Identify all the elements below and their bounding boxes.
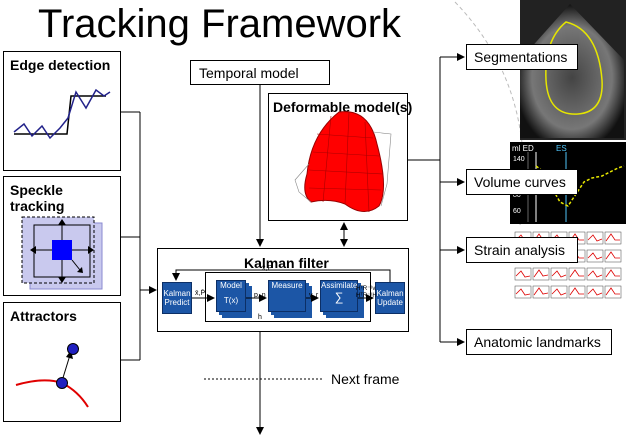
attractors-title: Attractors: [10, 308, 77, 324]
speckle-tracking-panel: Speckle tracking: [3, 176, 121, 296]
h-label: h: [258, 314, 262, 321]
tick-140: 140: [513, 156, 525, 163]
attractors-panel: Attractors: [3, 302, 121, 422]
assimilate-block: Assimilate ∑: [320, 280, 358, 312]
hr-label: HᵀR⁻¹v, HᵀR⁻¹H: [356, 286, 377, 299]
p-n-label: p, n: [254, 292, 266, 299]
v-r-label: v, r: [309, 292, 319, 299]
ultrasound-image: [520, 0, 626, 140]
strain-analysis-box: Strain analysis: [466, 237, 578, 263]
model-block: Model T(x): [216, 280, 246, 312]
segmentations-label: Segmentations: [474, 49, 568, 65]
strain-analysis-label: Strain analysis: [474, 242, 566, 258]
deformable-model-label: Deformable model(s): [273, 99, 413, 115]
ed-label: ml ED: [512, 144, 534, 153]
measure-label: Measure: [271, 281, 303, 290]
page-title: Tracking Framework: [38, 2, 402, 46]
edge-signal-icon: [13, 88, 111, 140]
speckle-block-icon: [21, 216, 103, 290]
kalman-predict-block: Kalman Predict: [162, 282, 192, 314]
kalman-update-block: Kalman Update: [375, 282, 405, 314]
tick-60: 60: [513, 208, 521, 215]
state-in-label: x̂,P: [262, 265, 273, 272]
model-label: Model: [220, 281, 242, 290]
es-label: ES: [556, 144, 567, 153]
speckle-tracking-title: Speckle tracking: [10, 182, 65, 214]
heart-mesh-image: [294, 111, 392, 213]
measure-block: Measure: [268, 280, 306, 312]
next-frame-label: Next frame: [331, 371, 400, 387]
model-function: T(x): [223, 296, 239, 305]
temporal-model-box: Temporal model: [190, 60, 330, 85]
anatomic-landmarks-box: Anatomic landmarks: [466, 329, 612, 355]
anatomic-landmarks-label: Anatomic landmarks: [474, 334, 601, 350]
assimilate-label: Assimilate: [321, 281, 358, 290]
volume-curves-label: Volume curves: [474, 174, 566, 190]
temporal-model-label: Temporal model: [199, 65, 299, 81]
volume-curves-box: Volume curves: [466, 169, 578, 195]
tick-80: 80: [513, 192, 521, 199]
segmentations-box: Segmentations: [466, 44, 578, 70]
state-pred-label: x̄,P̄: [195, 290, 206, 297]
kalman-filter-title: Kalman filter: [244, 255, 329, 271]
sum-symbol: ∑: [334, 290, 344, 304]
deformable-model-box: Deformable model(s): [268, 93, 412, 221]
attractor-curve-icon: [15, 343, 89, 408]
edge-detection-title: Edge detection: [10, 57, 111, 73]
edge-detection-panel: Edge detection: [3, 51, 121, 171]
